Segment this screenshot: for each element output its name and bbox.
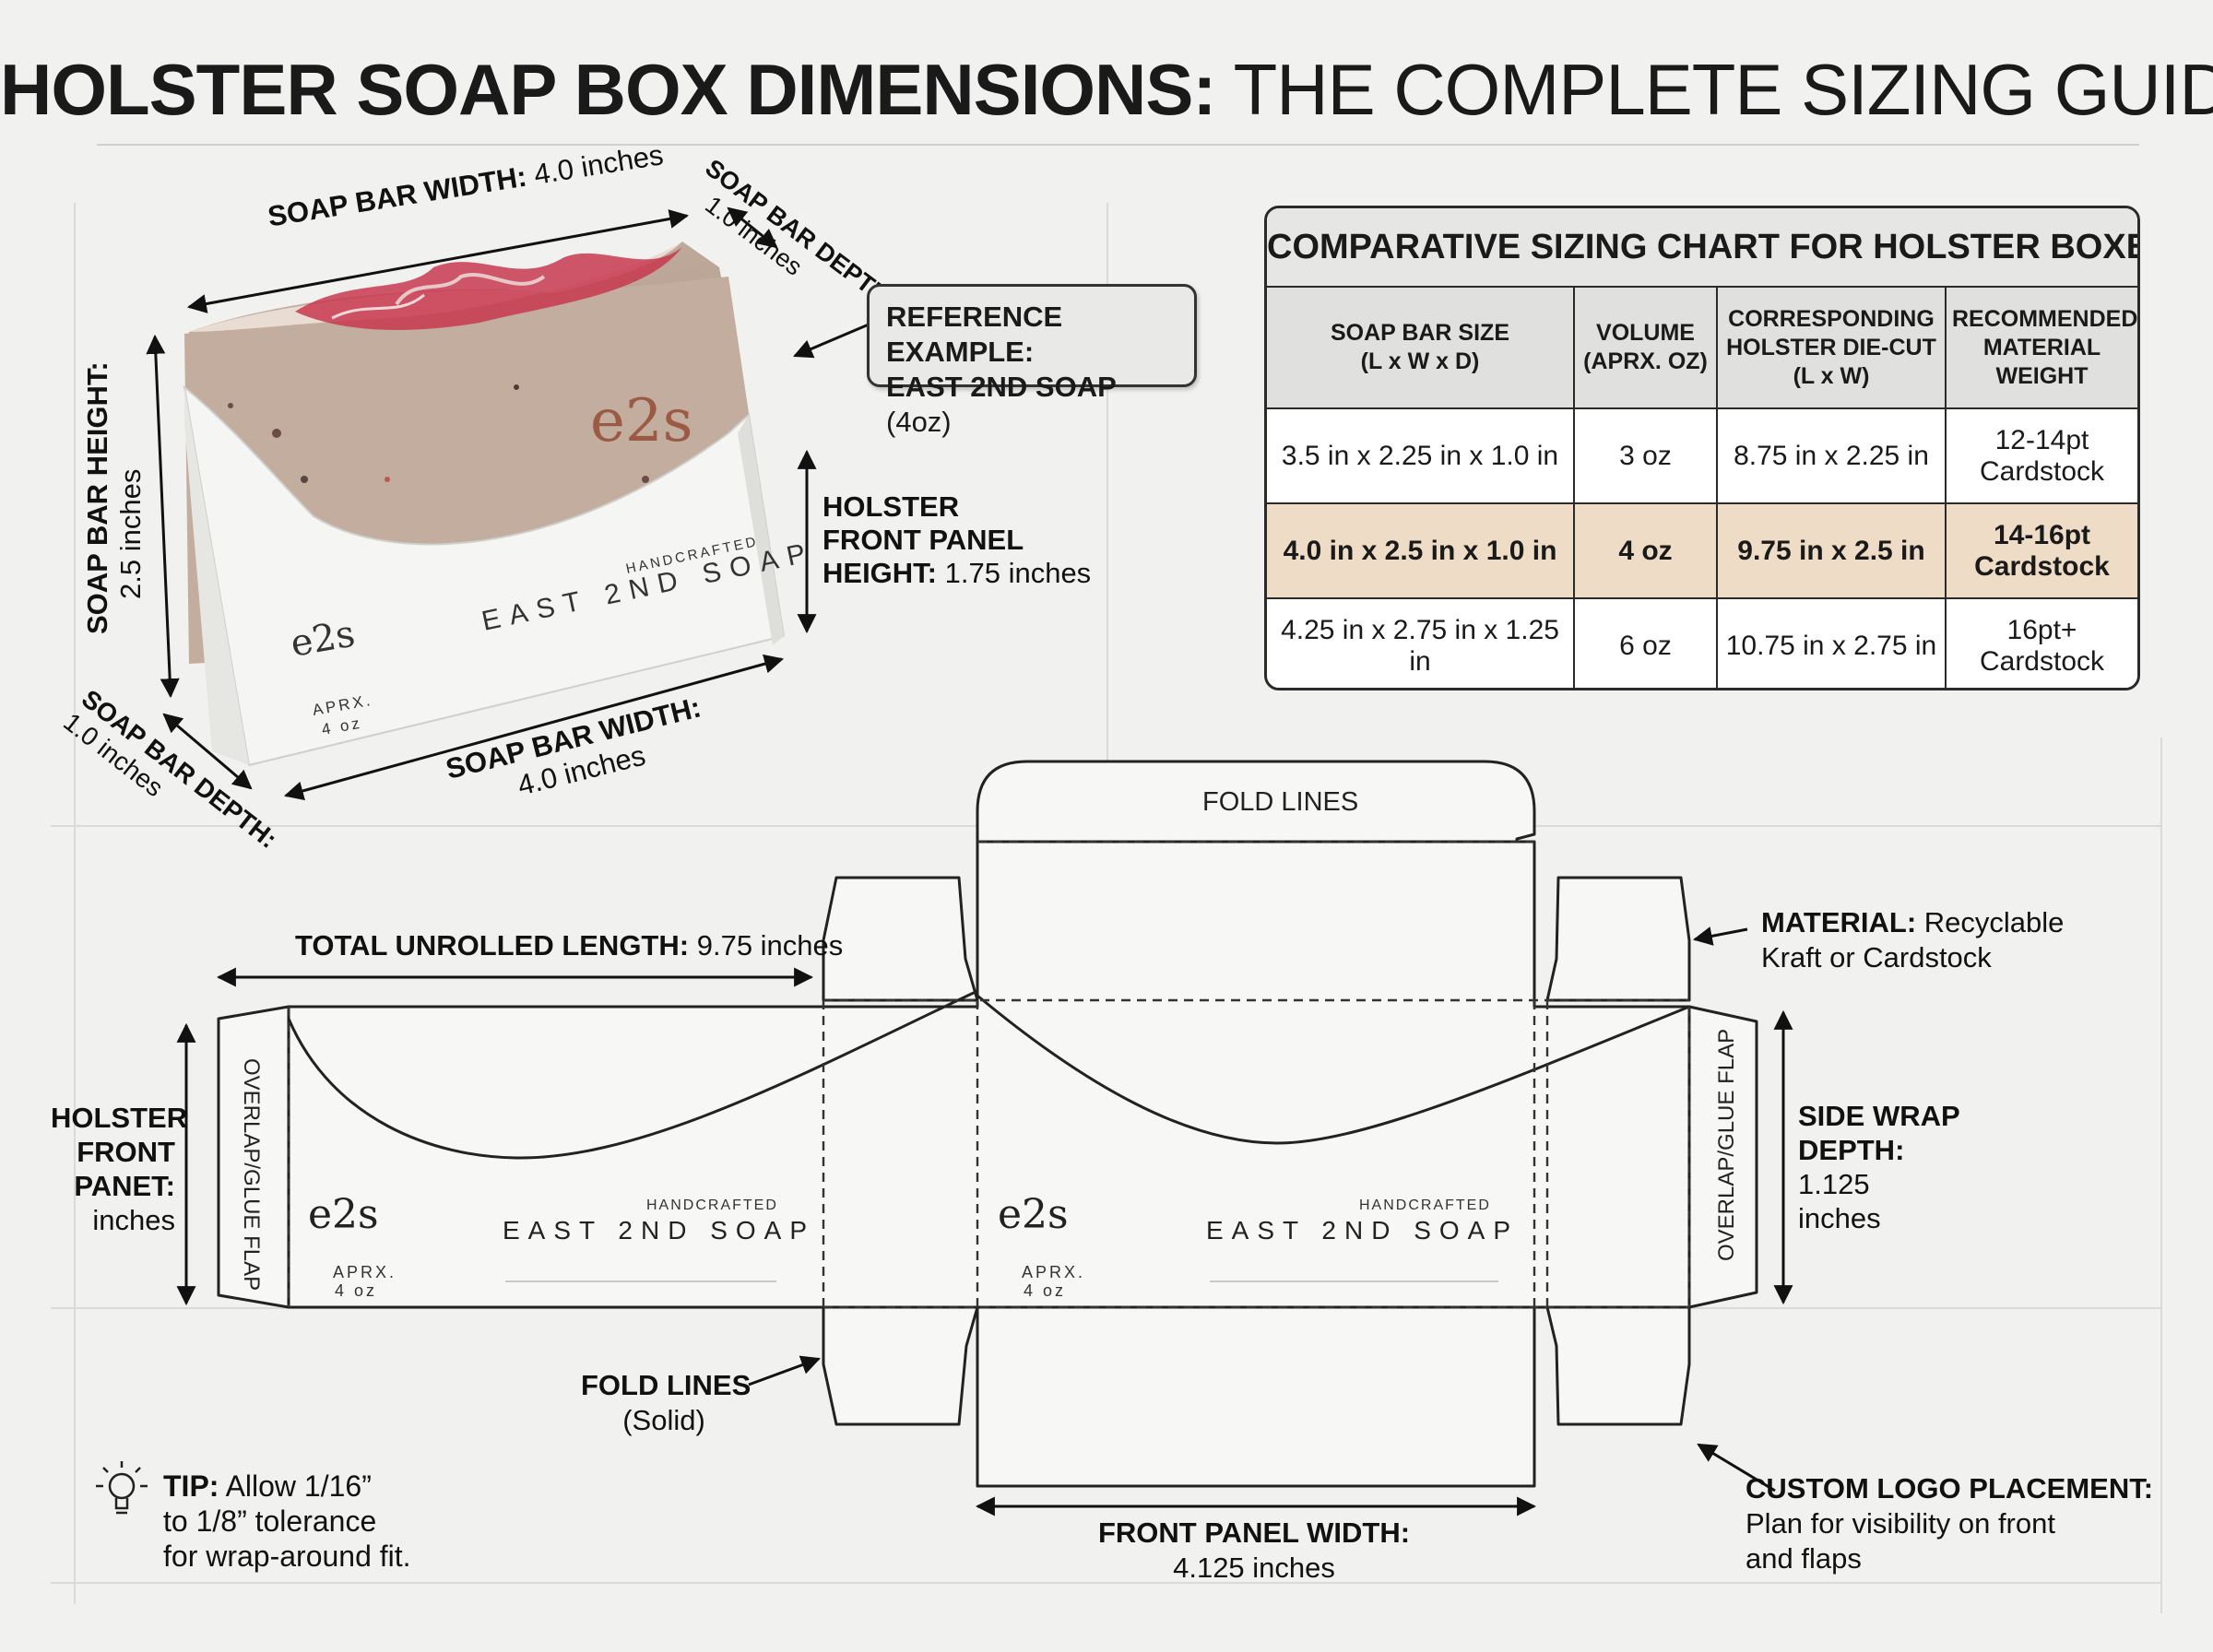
holster-front-label: HOLSTER FRONT PANET: inches xyxy=(51,1102,188,1236)
fold-lines-dashed xyxy=(287,840,1691,1309)
page-title: HOLSTER SOAP BOX DIMENSIONS: THE COMPLET… xyxy=(0,48,2213,131)
cell-volume: 4 oz xyxy=(1574,503,1718,599)
bar-depth-bottom-arrow xyxy=(162,713,253,790)
panel-left-weight-line1: APRX. xyxy=(333,1263,396,1281)
table-row-highlighted: 4.0 in x 2.5 in x 1.0 in 4 oz 9.75 in x … xyxy=(1267,503,2137,599)
panel-left-handcrafted: HANDCRAFTED xyxy=(646,1198,778,1213)
dust-flap-top-right xyxy=(1545,876,1691,1002)
material-pointer-arrow xyxy=(1692,926,1748,946)
title-divider xyxy=(97,144,2139,146)
center-curved-cut xyxy=(976,994,1690,1145)
title-bold: HOLSTER SOAP BOX DIMENSIONS: xyxy=(0,49,1216,130)
cell-volume: 3 oz xyxy=(1574,408,1718,504)
bar-depth-top-arrow xyxy=(727,206,778,249)
panel-left-brand-mark: e2s xyxy=(308,1191,379,1238)
logo-placement-pointer-arrow xyxy=(1697,1443,1776,1493)
header-volume: VOLUME(APRX. OZ) xyxy=(1574,288,1718,409)
soap-emboss-logo: e2s xyxy=(590,387,692,455)
sizing-chart-title: COMPARATIVE SIZING CHART FOR HOLSTER BOX… xyxy=(1267,208,2137,288)
cell-material: 16pt+Cardstock xyxy=(1979,614,2105,677)
title-light: THE COMPLETE SIZING GUIDE xyxy=(1233,49,2213,130)
front-panel-height-label: HOLSTER FRONT PANEL HEIGHT: 1.75 inches xyxy=(822,490,1092,589)
table-row: 3.5 in x 2.25 in x 1.0 in 3 oz 8.75 in x… xyxy=(1267,408,2137,504)
grid-line xyxy=(1106,203,1108,830)
dust-flap-bottom-right xyxy=(1545,1305,1691,1426)
cell-diecut: 8.75 in x 2.25 in xyxy=(1717,408,1947,504)
panel-right-weight-line1: APRX. xyxy=(1022,1263,1085,1281)
fold-lines-top-label: FOLD LINES xyxy=(1202,787,1358,817)
grid-line xyxy=(51,1582,2162,1584)
dust-flap-bottom-left xyxy=(822,1305,979,1426)
grid-line xyxy=(74,203,76,1604)
panel-right-weight-line2: 4 oz xyxy=(1024,1281,1066,1300)
panel-left-brand-name: EAST 2ND SOAP xyxy=(503,1216,815,1245)
sizing-chart-table: COMPARATIVE SIZING CHART FOR HOLSTER BOX… xyxy=(1264,206,2140,690)
cell-diecut: 10.75 in x 2.75 in xyxy=(1717,598,1947,688)
left-overlap-flap-label: OVERLAP/GLUE FLAP xyxy=(239,1058,264,1291)
bar-width-top-arrow xyxy=(186,209,690,313)
left-curved-cut xyxy=(287,989,978,1160)
bar-height-arrow xyxy=(146,334,180,699)
bar-width-bottom-arrow xyxy=(283,654,785,801)
fold-lines-pointer-arrow xyxy=(748,1355,821,1386)
cell-diecut: 9.75 in x 2.5 in xyxy=(1717,503,1947,599)
grid-line xyxy=(2160,738,2162,1613)
total-unrolled-label: TOTAL UNROLLED LENGTH: 9.75 inches xyxy=(295,929,844,962)
reference-pointer-arrow xyxy=(793,323,870,359)
material-label: MATERIAL: Recyclable Kraft or Cardstock xyxy=(1761,906,2065,974)
cell-size: 4.0 in x 2.5 in x 1.0 in xyxy=(1267,503,1575,599)
fold-lines-solid-label: FOLD LINES (Solid) xyxy=(581,1369,751,1436)
header-soap-bar-size: SOAP BAR SIZE(L x W x D) xyxy=(1267,288,1575,409)
reference-example-callout: REFERENCE EXAMPLE: EAST 2ND SOAP (4oz) xyxy=(867,284,1197,438)
table-row: 4.25 in x 2.75 in x 1.25 in 6 oz 10.75 i… xyxy=(1267,598,2137,688)
tip-note: TIP: Allow 1/16” to 1/8” tolerance for w… xyxy=(163,1469,411,1573)
dust-flap-top-left xyxy=(822,876,979,1002)
front-panel-width-label: FRONT PANEL WIDTH: 4.125 inches xyxy=(1097,1516,1411,1584)
top-tuck-flap xyxy=(976,760,1536,844)
panel-right-brand-mark: e2s xyxy=(998,1191,1069,1238)
panel-left-weight-line2: 4 oz xyxy=(335,1281,377,1300)
bottom-panel xyxy=(976,1305,1536,1488)
cell-volume: 6 oz xyxy=(1574,598,1718,688)
logo-placement-label: CUSTOM LOGO PLACEMENT: Plan for visibili… xyxy=(1746,1472,2154,1575)
right-overlap-flap-label: OVERLAP/GLUE FLAP xyxy=(1714,1029,1739,1261)
cell-size: 4.25 in x 2.75 in x 1.25 in xyxy=(1267,598,1575,688)
table-header-row: SOAP BAR SIZE(L x W x D) VOLUME(APRX. OZ… xyxy=(1267,288,2137,409)
sizing-chart-grid: SOAP BAR SIZE(L x W x D) VOLUME(APRX. OZ… xyxy=(1267,288,2137,688)
panel-right-handcrafted: HANDCRAFTED xyxy=(1359,1198,1491,1213)
cell-size: 3.5 in x 2.25 in x 1.0 in xyxy=(1267,408,1575,504)
panel-right-brand-name: EAST 2ND SOAP xyxy=(1206,1216,1519,1245)
lightbulb-icon xyxy=(96,1461,148,1515)
side-wrap-label: SIDE WRAP DEPTH: 1.125 inches xyxy=(1798,1100,1960,1234)
